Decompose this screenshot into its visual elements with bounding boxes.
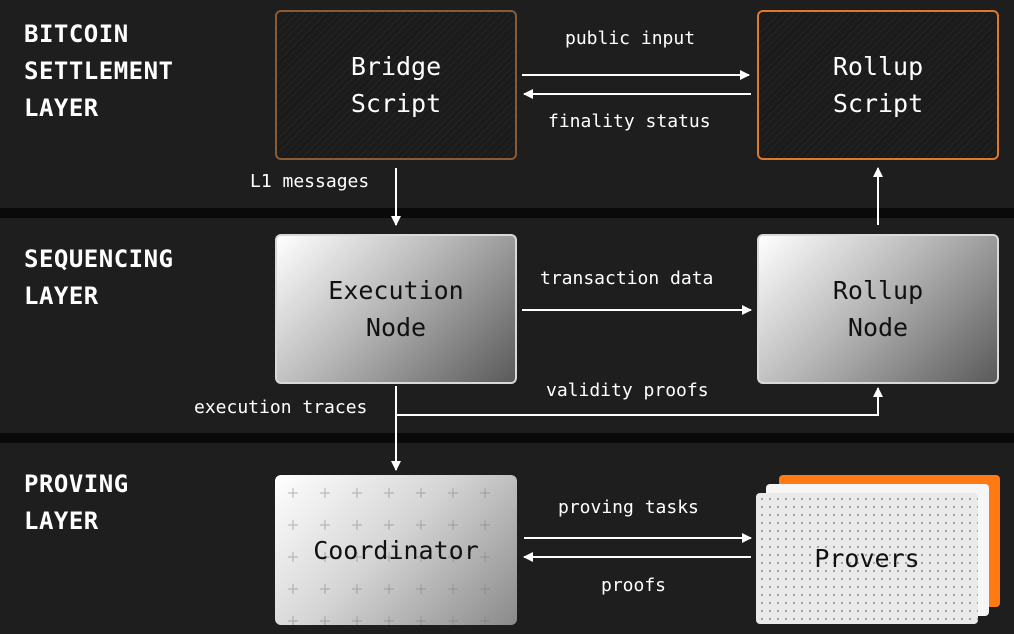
provers-label: Provers	[814, 544, 920, 573]
settlement-layer-title-line: LAYER	[24, 94, 99, 122]
proving-layer-title-line: LAYER	[24, 507, 99, 535]
rollup-script-label: Rollup	[832, 52, 924, 81]
execution-node: Execution Node	[275, 234, 517, 384]
settlement-layer-title-line: BITCOIN	[24, 20, 129, 48]
settlement-layer-title: BITCOIN SETTLEMENT LAYER	[24, 16, 174, 127]
rollup-script-label: Script	[832, 89, 924, 118]
provers-node: Provers	[756, 493, 978, 624]
sequencing-layer-title-line: SEQUENCING	[24, 245, 174, 273]
sequencing-layer-title-line: LAYER	[24, 282, 99, 310]
rollup-node-label: Node	[847, 313, 909, 342]
l1-messages-label: L1 messages	[250, 171, 370, 192]
rollup-node: Rollup Node	[757, 234, 999, 384]
execution-node-label: Execution	[328, 276, 464, 305]
bridge-script-label: Script	[350, 89, 442, 118]
proving-layer-title: PROVING LAYER	[24, 466, 129, 540]
validity-proofs-label: validity proofs	[546, 380, 709, 401]
public-input-label: public input	[565, 28, 696, 49]
proving-layer-title-line: PROVING	[24, 470, 129, 498]
transaction-data-label: transaction data	[540, 268, 714, 289]
rollup-script-node: Rollup Script	[757, 10, 999, 160]
execution-node-label: Node	[365, 313, 427, 342]
bridge-script-label: Bridge	[350, 52, 442, 81]
validity-proofs-arrow	[396, 387, 883, 416]
rollup-node-label: Rollup	[832, 276, 924, 305]
bridge-script-node: Bridge Script	[275, 10, 517, 160]
execution-traces-label: execution traces	[194, 397, 368, 418]
sequencing-layer-title: SEQUENCING LAYER	[24, 241, 174, 315]
coordinator-node: Coordinator	[275, 475, 517, 625]
coordinator-label: Coordinator	[313, 535, 479, 565]
finality-status-label: finality status	[548, 111, 711, 132]
proofs-label: proofs	[601, 575, 667, 596]
proving-tasks-label: proving tasks	[558, 497, 699, 518]
plus-pattern-decoration	[288, 488, 490, 625]
settlement-layer-title-line: SETTLEMENT	[24, 57, 174, 85]
